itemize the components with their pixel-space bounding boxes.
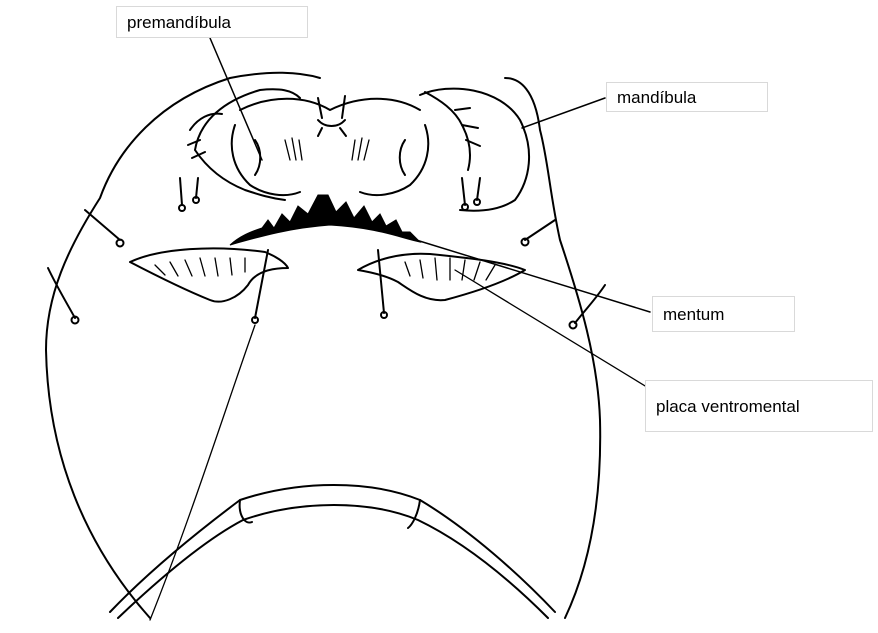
right-mandible: [420, 89, 529, 211]
leader-placa: [455, 270, 655, 392]
label-placa-ventromental-text: placa ventromental: [656, 398, 800, 415]
leader-premandibula: [210, 38, 262, 160]
label-mentum: mentum: [652, 296, 795, 332]
label-placa-ventromental: placa ventromental: [645, 380, 873, 432]
label-mentum-text: mentum: [663, 306, 724, 323]
mentum-teeth: [230, 195, 420, 245]
label-premandibula: premandíbula: [116, 6, 308, 38]
left-ventromental-plate: [130, 248, 288, 301]
premandible: [232, 99, 429, 195]
head-capsule-outline: [46, 73, 600, 618]
label-mandibula-text: mandíbula: [617, 89, 696, 106]
label-mandibula: mandíbula: [606, 82, 768, 112]
label-premandibula-text: premandíbula: [127, 14, 231, 31]
